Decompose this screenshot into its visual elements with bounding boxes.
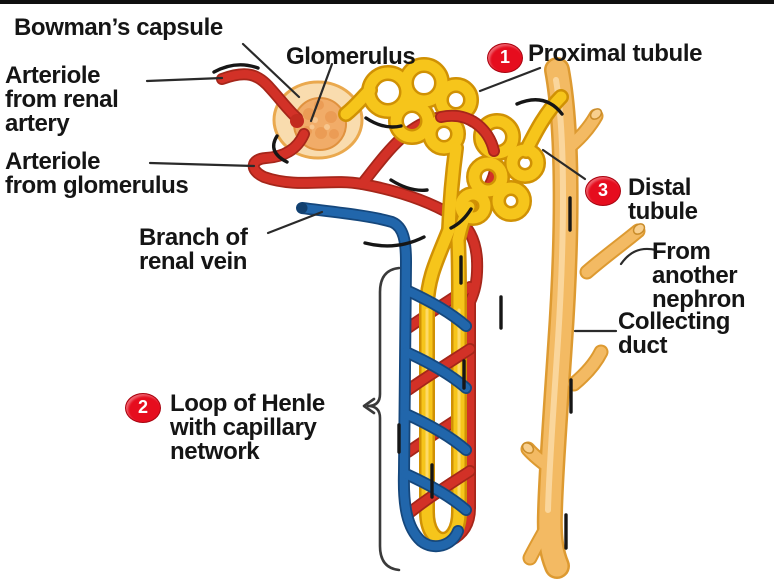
- label-from-another-nephron: From another nephron: [652, 238, 746, 313]
- label-bowmans-capsule: Bowman’s capsule: [14, 14, 223, 41]
- label-arteriole-from-glomerulus: Arteriole from glomerulus: [5, 148, 189, 199]
- renal-vein-branch: [297, 203, 467, 547]
- loop-of-henle-bracket: [362, 266, 401, 572]
- collecting-duct: [521, 70, 647, 566]
- duct-open-end: [521, 442, 535, 454]
- label-collecting-duct: Collecting duct: [618, 308, 731, 359]
- arteriole-knot: [290, 114, 304, 128]
- label-loop-of-henle: Loop of Henle with capillary network: [170, 390, 325, 465]
- duct-open-end: [632, 223, 646, 235]
- top-border: [0, 0, 774, 4]
- nephron-tubule: [346, 65, 561, 540]
- label-arteriole-from-renal-artery: Arteriole from renal artery: [5, 62, 119, 137]
- leader-lines: [145, 42, 658, 333]
- badge-2-loop-of-henle: 2: [125, 393, 161, 423]
- flow-arrows: [212, 63, 573, 550]
- badge-3-distal-tubule: 3: [585, 176, 621, 206]
- label-distal-tubule: Distal tubule: [628, 174, 698, 225]
- glomerulus-highlights: [309, 117, 330, 130]
- duct-open-end: [589, 108, 603, 120]
- label-branch-of-renal-vein: Branch of renal vein: [139, 224, 248, 275]
- badge-1-proximal-tubule: 1: [487, 43, 523, 73]
- bracket-pointer: [362, 397, 376, 415]
- vein-open-end: [296, 202, 308, 214]
- label-proximal-tubule: Proximal tubule: [528, 40, 703, 67]
- label-glomerulus: Glomerulus: [286, 43, 416, 70]
- afferent-arteriole: [222, 74, 304, 128]
